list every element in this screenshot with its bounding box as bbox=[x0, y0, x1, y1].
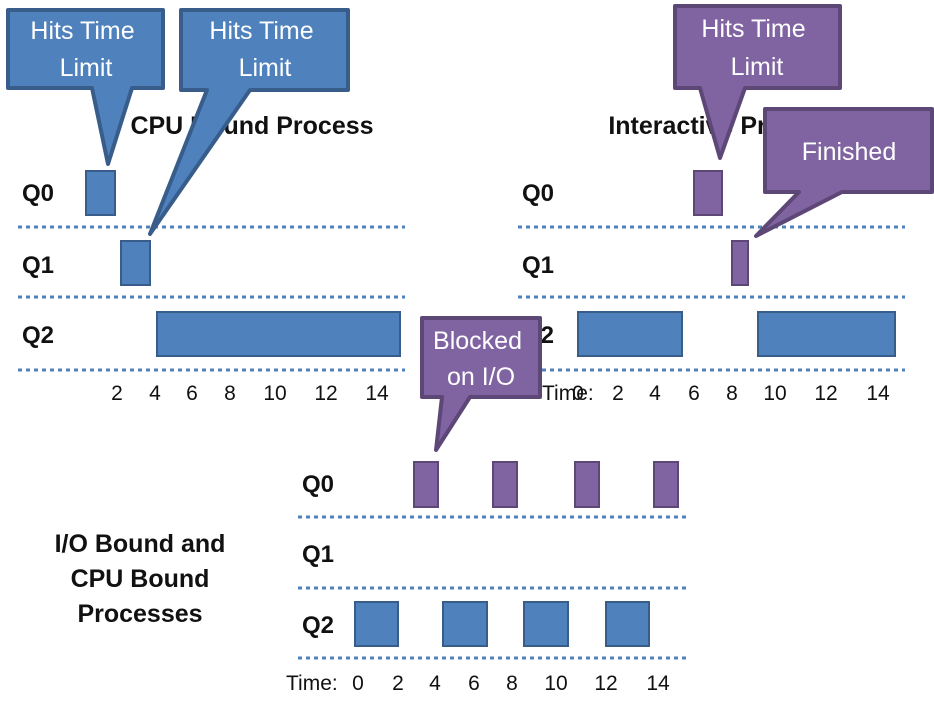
mixed-tick-2: 2 bbox=[392, 672, 404, 695]
mixed-q2-bar-2 bbox=[442, 601, 488, 647]
mixed-q2-bar-4 bbox=[605, 601, 650, 647]
cpu-tick-8: 8 bbox=[224, 382, 236, 405]
callout-cpu-q0-text: Hits Time Limit bbox=[30, 17, 141, 82]
callout-cpu-q1-shape bbox=[148, 8, 350, 236]
mixed-tick-0: 0 bbox=[352, 672, 364, 695]
cpu-tick-2: 2 bbox=[111, 382, 123, 405]
mixed-tick-8: 8 bbox=[506, 672, 518, 695]
callout-interactive-q1-text: Finished bbox=[802, 138, 897, 166]
callout-interactive-q0-line-2: Limit bbox=[731, 53, 784, 81]
cpu-q1-label: Q1 bbox=[22, 252, 54, 279]
callout-cpu-q0: Hits Time Limit bbox=[6, 8, 165, 166]
mixed-q0-bar-3 bbox=[574, 461, 600, 508]
interactive-tick-12: 12 bbox=[814, 382, 837, 405]
interactive-time-label: Time: bbox=[542, 382, 594, 405]
mixed-tick-6: 6 bbox=[468, 672, 480, 695]
cpu-q2-bar bbox=[156, 311, 401, 357]
callout-interactive-q0-shape bbox=[673, 4, 842, 160]
mixed-q0-bar-2 bbox=[492, 461, 518, 508]
callout-interactive-q0-line-1: Hits Time bbox=[701, 15, 805, 43]
callout-cpu-q0-line-2: Limit bbox=[60, 54, 113, 82]
callout-cpu-q1-text: Hits Time Limit bbox=[209, 17, 320, 82]
cpu-q0-label: Q0 bbox=[22, 180, 54, 207]
callout-interactive-q1: Finished bbox=[754, 107, 934, 238]
mixed-tick-10: 10 bbox=[544, 672, 567, 695]
mixed-tick-14: 14 bbox=[646, 672, 670, 695]
callout-cpu-q1-line-1: Hits Time bbox=[209, 17, 313, 45]
callout-mixed-q0-text: Blocked on I/O bbox=[433, 327, 529, 391]
cpu-tick-14: 14 bbox=[365, 382, 389, 405]
cpu-bound-panel: CPU Bound Process Q0 Q1 Q2 2 4 6 8 10 12… bbox=[18, 112, 405, 405]
interactive-tick-6: 6 bbox=[688, 382, 700, 405]
cpu-tick-4: 4 bbox=[149, 382, 161, 405]
cpu-q1-bar bbox=[120, 240, 151, 286]
cpu-bound-title: CPU Bound Process bbox=[130, 112, 373, 140]
interactive-tick-0: 0 bbox=[572, 382, 584, 405]
mixed-q2-label: Q2 bbox=[302, 612, 334, 639]
callout-cpu-q1-line-2: Limit bbox=[239, 54, 292, 82]
mixed-panel: I/O Bound and CPU Bound Processes Q0 Q1 … bbox=[55, 461, 686, 695]
mixed-q0-bar-1 bbox=[413, 461, 439, 508]
callout-interactive-q0-text: Hits Time Limit bbox=[701, 15, 812, 81]
mixed-title-line-3: Processes bbox=[77, 600, 202, 628]
callout-mixed-q0-line-1: Blocked bbox=[433, 327, 522, 355]
mixed-title-line-1: I/O Bound and bbox=[55, 530, 226, 558]
callout-cpu-q1: Hits Time Limit bbox=[148, 8, 350, 236]
cpu-tick-10: 10 bbox=[263, 382, 286, 405]
mixed-q1-label: Q1 bbox=[302, 541, 334, 568]
mixed-time-label: Time: bbox=[286, 672, 338, 695]
mixed-q2-bar-1 bbox=[354, 601, 399, 647]
interactive-q2-bar-2 bbox=[757, 311, 896, 357]
callout-cpu-q0-line-1: Hits Time bbox=[30, 17, 134, 45]
callout-interactive-q0: Hits Time Limit bbox=[673, 4, 842, 160]
callout-cpu-q0-shape bbox=[6, 8, 165, 166]
callout-interactive-q1-shape bbox=[754, 107, 934, 238]
interactive-tick-14: 14 bbox=[866, 382, 890, 405]
interactive-tick-4: 4 bbox=[649, 382, 661, 405]
interactive-tick-10: 10 bbox=[763, 382, 786, 405]
cpu-tick-12: 12 bbox=[314, 382, 337, 405]
callout-mixed-q0-shape bbox=[420, 316, 542, 452]
mixed-q2-bar-3 bbox=[523, 601, 569, 647]
interactive-q1-label: Q1 bbox=[522, 252, 554, 279]
mixed-q0-label: Q0 bbox=[302, 471, 334, 498]
mixed-tick-12: 12 bbox=[594, 672, 617, 695]
interactive-tick-2: 2 bbox=[612, 382, 624, 405]
mixed-tick-4: 4 bbox=[429, 672, 441, 695]
interactive-q1-bar bbox=[731, 240, 749, 286]
mixed-q0-bar-4 bbox=[653, 461, 679, 508]
cpu-q0-bar bbox=[85, 170, 116, 216]
interactive-tick-8: 8 bbox=[726, 382, 738, 405]
cpu-q2-label: Q2 bbox=[22, 322, 54, 349]
interactive-q0-bar bbox=[693, 170, 723, 216]
callout-mixed-q0-line-2: on I/O bbox=[447, 363, 515, 391]
interactive-q2-bar-1 bbox=[577, 311, 683, 357]
cpu-tick-6: 6 bbox=[186, 382, 198, 405]
interactive-q0-label: Q0 bbox=[522, 180, 554, 207]
mixed-title-line-2: CPU Bound bbox=[71, 565, 210, 593]
callout-mixed-q0: Blocked on I/O bbox=[420, 316, 542, 452]
